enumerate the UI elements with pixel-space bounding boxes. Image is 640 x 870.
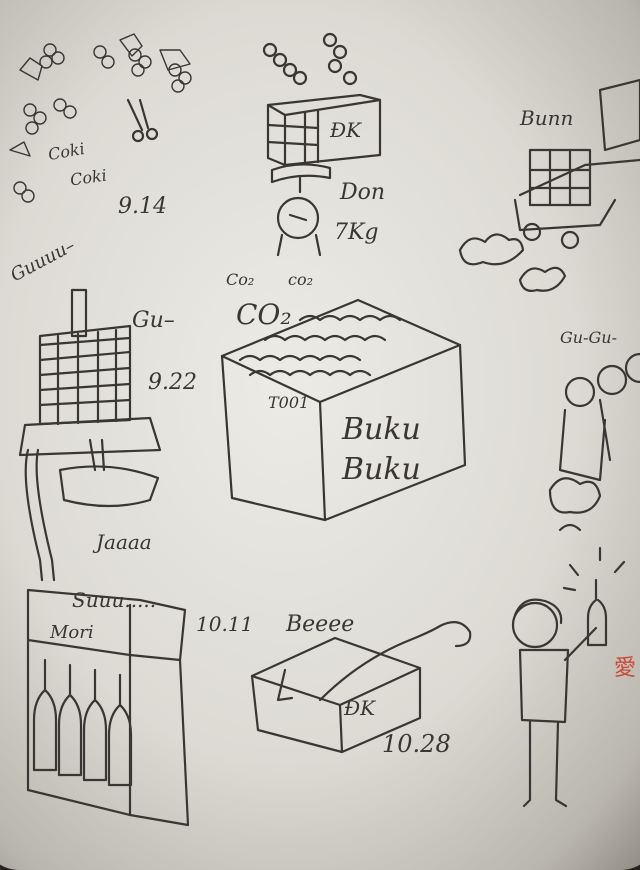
scale-drawing bbox=[262, 32, 382, 257]
annotation-co2-big: CO₂ bbox=[236, 298, 292, 331]
annotation-don: Don bbox=[340, 180, 386, 205]
annotation-dk-crate: ÐK bbox=[330, 118, 362, 142]
truck-drawing bbox=[458, 78, 640, 292]
annotation-mori: Mori bbox=[50, 622, 94, 643]
shipping-box-drawing bbox=[250, 621, 472, 754]
annotation-beeee: Beeee bbox=[286, 612, 355, 637]
annotation-buku-2: Buku bbox=[342, 452, 421, 487]
annotation-tank-id: T001 bbox=[268, 393, 310, 412]
annotation-date-10-11: 10.11 bbox=[196, 612, 254, 636]
annotation-date-9-22: 9.22 bbox=[148, 370, 197, 395]
fermentation-tank-drawing bbox=[220, 298, 467, 522]
annotation-red-char: 愛 bbox=[614, 656, 637, 681]
annotation-gugu: Gu-Gu- bbox=[560, 328, 617, 347]
scissors-drawing bbox=[126, 98, 159, 143]
annotation-date-10-28: 10.28 bbox=[382, 730, 451, 758]
annotation-weight: 7Kg bbox=[334, 220, 379, 245]
annotation-date-9-14: 9.14 bbox=[118, 194, 167, 219]
annotation-bunn: Bunn bbox=[520, 106, 574, 130]
grape-vines-drawing bbox=[9, 33, 192, 203]
basket-press-drawing bbox=[18, 288, 162, 582]
people-drawing bbox=[548, 352, 640, 532]
annotation-gu: Gu– bbox=[132, 308, 175, 333]
annotation-co2-small-2: co₂ bbox=[288, 270, 314, 289]
annotation-buku-1: Buku bbox=[342, 412, 421, 447]
person-with-bottle-drawing bbox=[511, 546, 626, 808]
annotation-jaaaa: Jaaaa bbox=[96, 530, 152, 554]
annotation-suuu: Suuu..... bbox=[72, 588, 157, 612]
annotation-co2-small-1: Co₂ bbox=[226, 270, 255, 289]
bottling-machine-drawing bbox=[26, 588, 190, 827]
annotation-dk-box: ÐK bbox=[344, 696, 376, 720]
